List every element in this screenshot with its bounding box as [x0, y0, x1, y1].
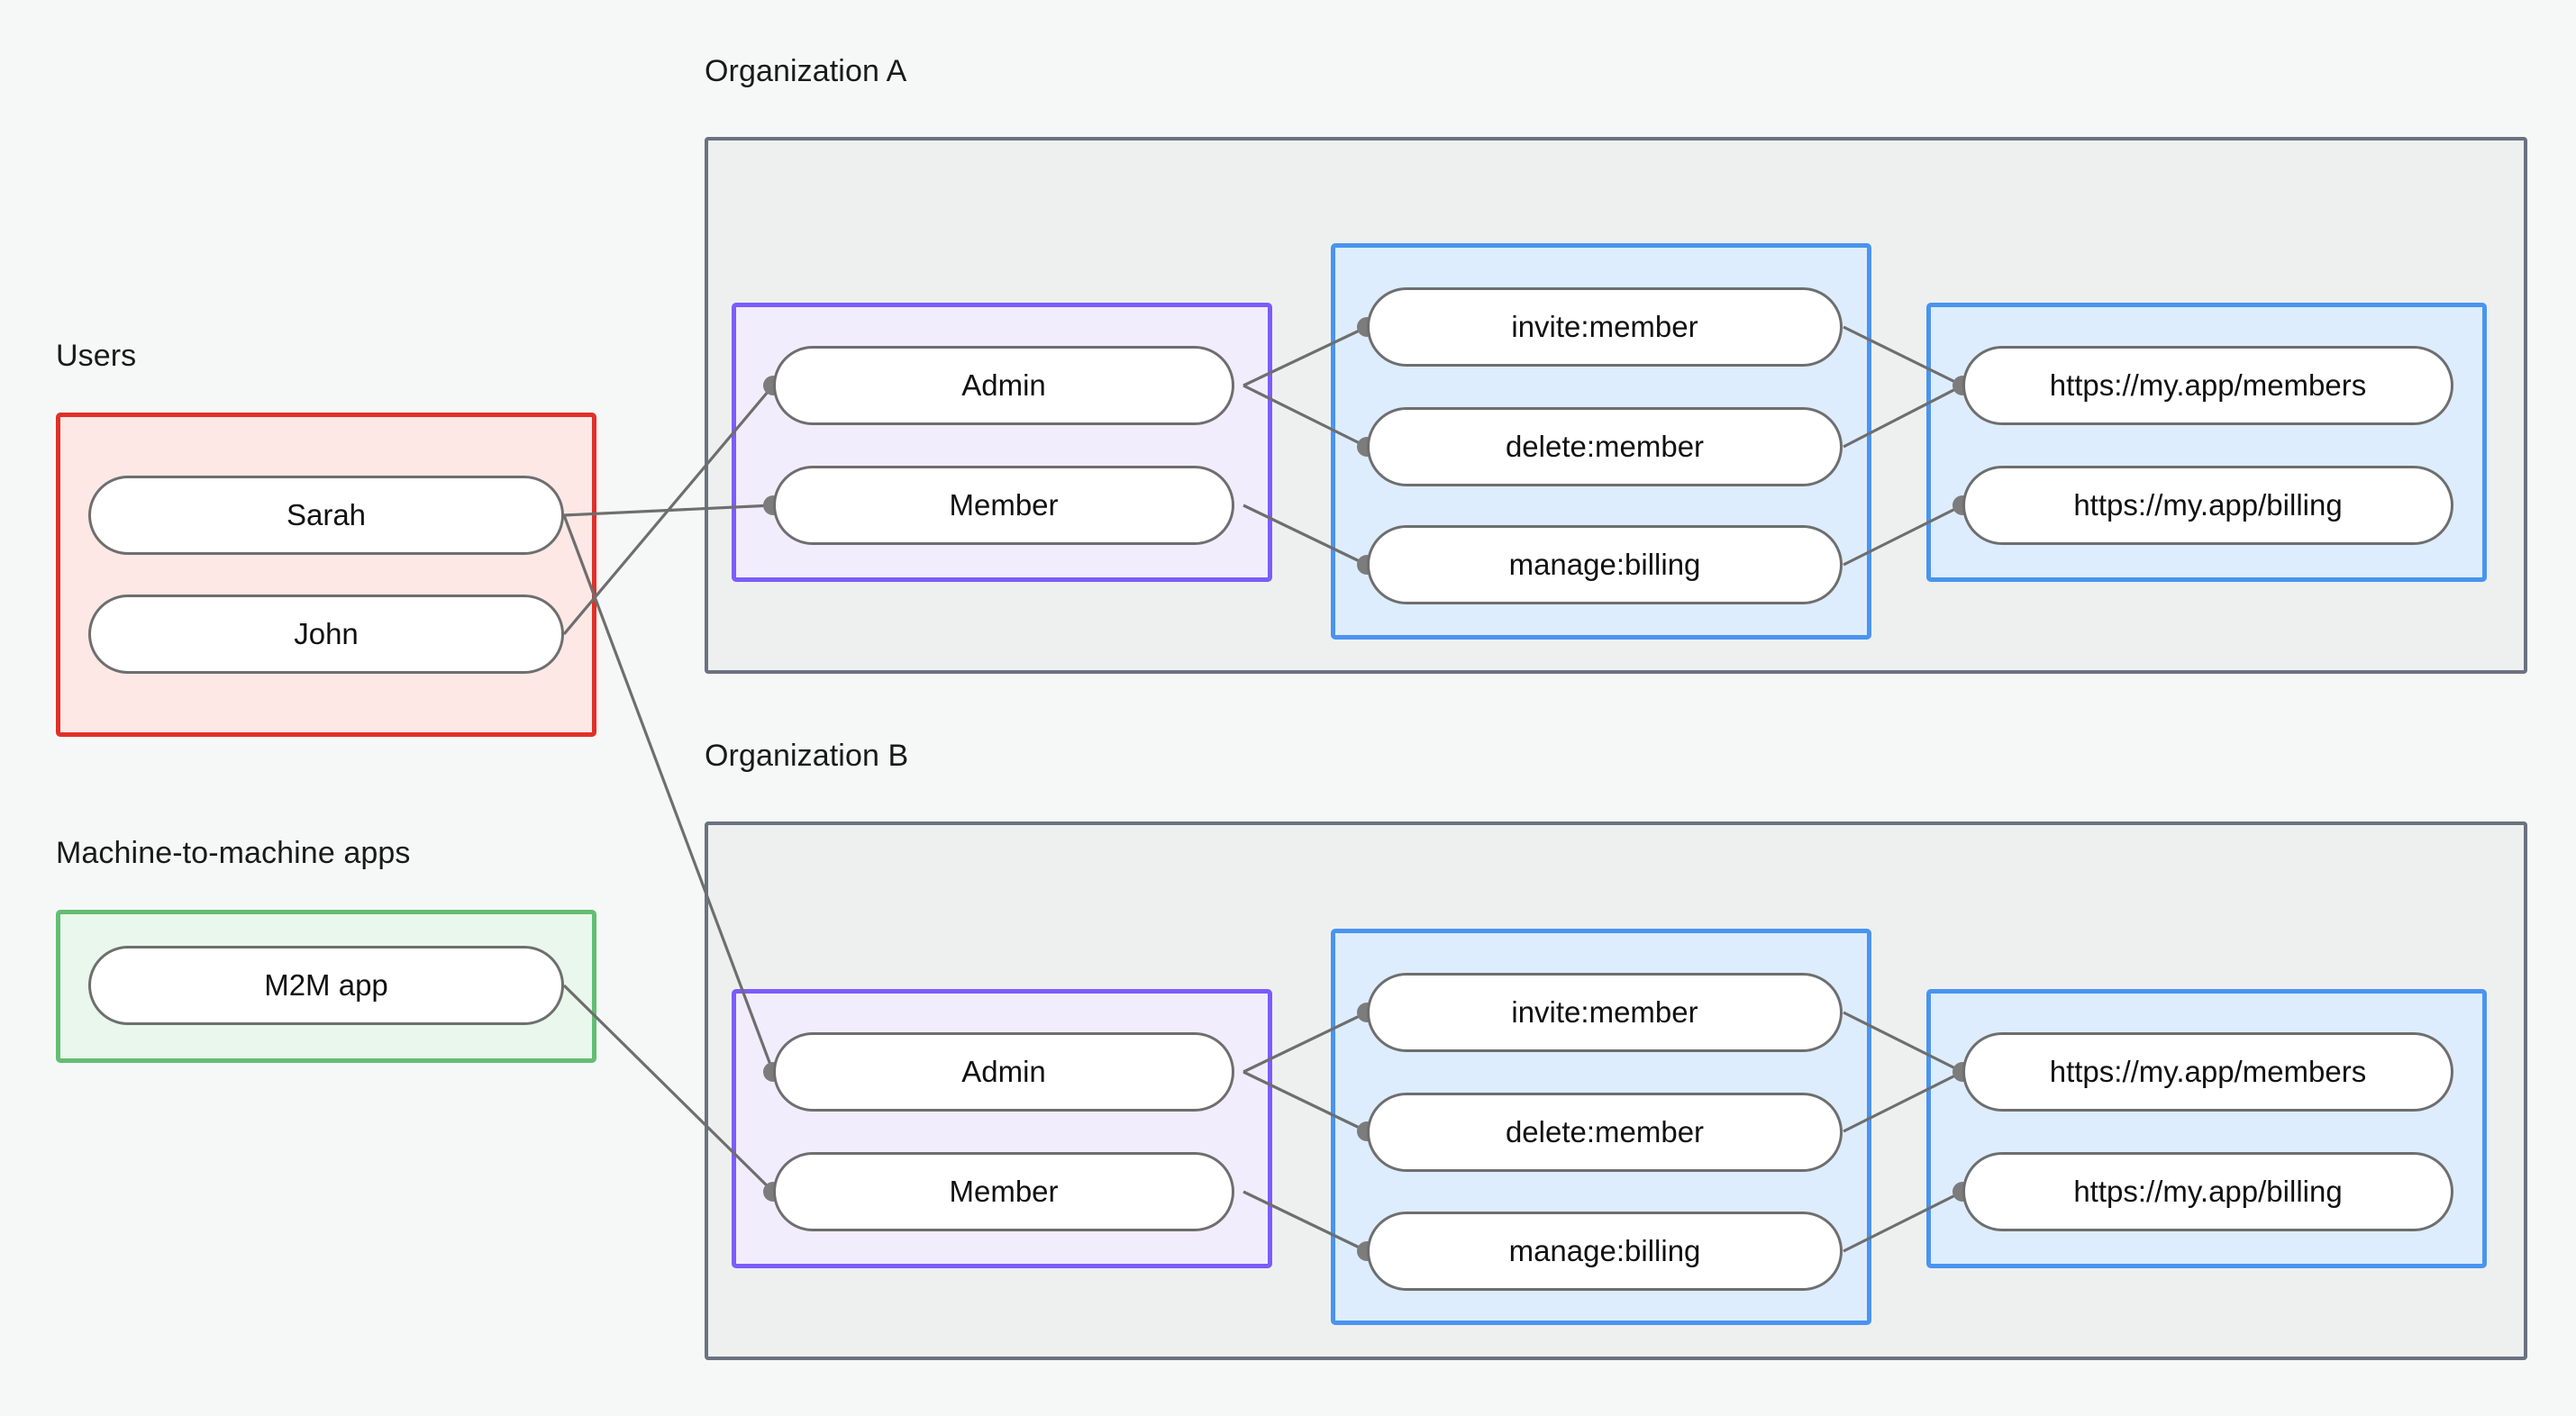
orgA-role-pill-admin[interactable]: Admin — [773, 346, 1234, 425]
orgB-api-resource-pill-members[interactable]: https://my.app/members — [1962, 1032, 2453, 1112]
orgB-api-resource-pill-billing[interactable]: https://my.app/billing — [1962, 1152, 2453, 1231]
m2m-group-title: Machine-to-machine apps — [56, 836, 411, 870]
users-group-title: Users — [56, 339, 137, 373]
users-group-box — [56, 413, 596, 737]
orgA-permission-pill-invite-member[interactable]: invite:member — [1367, 287, 1843, 367]
orgA-permission-pill-manage-billing[interactable]: manage:billing — [1367, 525, 1843, 604]
orgA-role-pill-member[interactable]: Member — [773, 466, 1234, 545]
organization-a-title: Organization A — [705, 54, 907, 88]
m2m-pill-app[interactable]: M2M app — [88, 946, 564, 1025]
orgB-permission-pill-delete-member[interactable]: delete:member — [1367, 1093, 1843, 1172]
orgB-permission-pill-invite-member[interactable]: invite:member — [1367, 973, 1843, 1052]
user-pill-sarah[interactable]: Sarah — [88, 476, 564, 555]
orgA-api-resource-pill-members[interactable]: https://my.app/members — [1962, 346, 2453, 425]
orgA-api-resource-pill-billing[interactable]: https://my.app/billing — [1962, 466, 2453, 545]
organization-b-title: Organization B — [705, 739, 909, 773]
orgB-permission-pill-manage-billing[interactable]: manage:billing — [1367, 1212, 1843, 1291]
orgB-role-pill-member[interactable]: Member — [773, 1152, 1234, 1231]
orgA-permission-pill-delete-member[interactable]: delete:member — [1367, 407, 1843, 486]
orgB-role-pill-admin[interactable]: Admin — [773, 1032, 1234, 1112]
user-pill-john[interactable]: John — [88, 595, 564, 674]
